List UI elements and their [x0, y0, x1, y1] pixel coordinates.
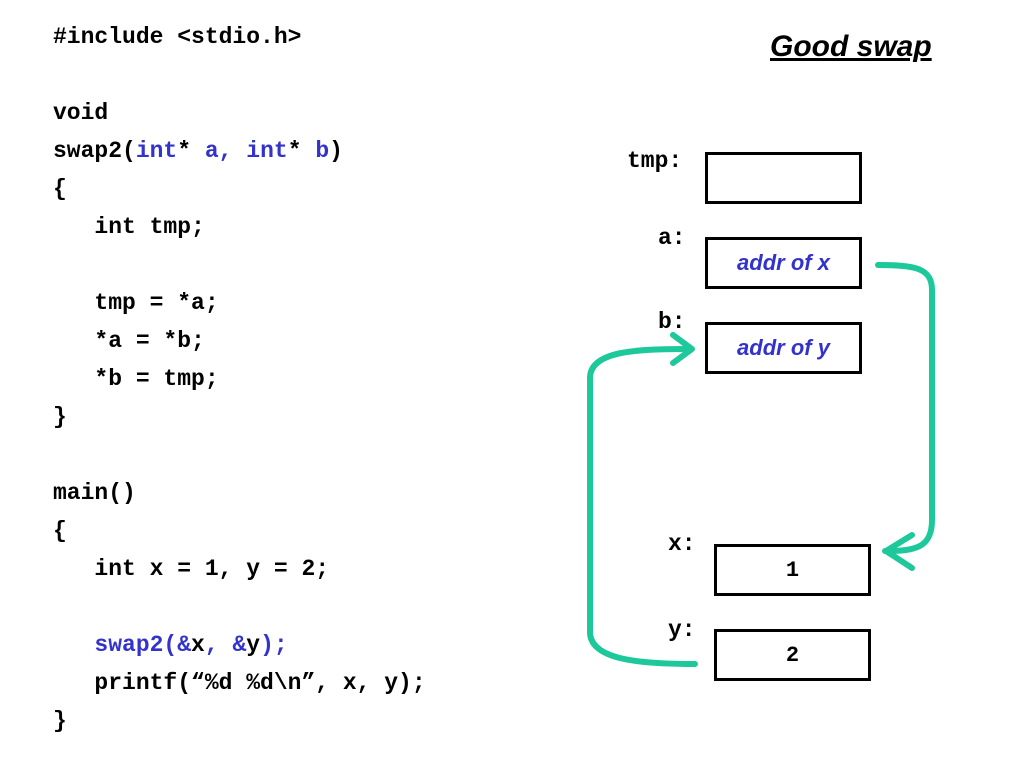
code-line-stmt-3: *b = tmp; — [53, 366, 219, 392]
param-a-name: a, — [191, 138, 247, 164]
b-label: b: — [658, 309, 686, 335]
a-value: addr of x — [737, 250, 830, 275]
code-line-stmt-1: tmp = *a; — [53, 290, 219, 316]
code-line-decl-xy: int x = 1, y = 2; — [53, 556, 330, 582]
code-line-open-brace-2: { — [53, 518, 67, 544]
call-open: swap2(& — [94, 632, 192, 658]
code-line-stmt-2: *a = *b; — [53, 328, 205, 354]
param-b-type: int — [246, 138, 288, 164]
fn-close-paren: ) — [329, 138, 343, 164]
call-arg-x: x — [191, 632, 205, 658]
y-value: 2 — [785, 642, 800, 668]
code-line-close-brace-2: } — [53, 708, 67, 734]
a-box: addr of x — [705, 237, 862, 289]
fn-name: swap2( — [53, 138, 136, 164]
code-line-printf: printf(“%d %d\n”, x, y); — [53, 670, 426, 696]
y-label: y: — [668, 617, 696, 643]
call-close: ); — [260, 632, 288, 658]
diagram-title: Good swap — [770, 30, 932, 63]
x-value: 1 — [785, 557, 800, 583]
code-line-call: swap2(&x, &y); — [53, 632, 288, 658]
arrow-b-line — [587, 346, 698, 667]
arrow-a-head — [883, 532, 915, 571]
y-box: 2 — [714, 629, 871, 681]
arrow-a-to-x — [875, 262, 935, 571]
arrow-b-to-y — [587, 332, 698, 667]
code-line-main: main() — [53, 480, 136, 506]
x-label: x: — [668, 531, 696, 557]
tmp-box — [705, 152, 862, 204]
param-a-type: int — [135, 138, 178, 164]
code-line-void: void — [53, 100, 109, 126]
code-line-close-brace-1: } — [53, 404, 67, 430]
call-arg-y: y — [246, 632, 261, 658]
a-label: a: — [658, 225, 686, 251]
arrow-b-head — [670, 332, 695, 366]
x-box: 1 — [714, 544, 871, 596]
param-a-star: * — [177, 138, 192, 164]
b-value: addr of y — [737, 335, 830, 360]
param-b-star: * — [287, 138, 302, 164]
call-mid: , & — [204, 632, 247, 658]
param-b-name: b — [301, 138, 330, 164]
tmp-label: tmp: — [627, 148, 683, 174]
b-box: addr of y — [705, 322, 862, 374]
code-line-signature: swap2(int* a, int* b) — [53, 138, 343, 164]
code-line-decl-tmp: int tmp; — [53, 214, 205, 240]
arrow-a-line — [875, 262, 935, 554]
code-listing: #include <stdio.h> void swap2(int* a, in… — [53, 18, 426, 740]
code-line-include: #include <stdio.h> — [53, 24, 302, 50]
code-line-open-brace-1: { — [53, 176, 67, 202]
